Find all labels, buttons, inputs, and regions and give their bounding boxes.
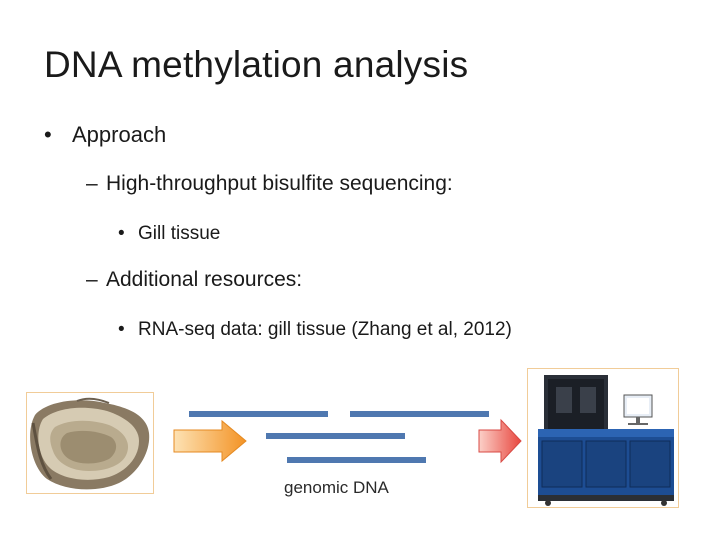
bullet-approach: • Approach: [44, 122, 166, 148]
bullet-gill-tissue: • Gill tissue: [118, 223, 220, 245]
dash-marker: –: [86, 268, 98, 291]
bullet-marker: •: [118, 223, 125, 244]
bullet-marker: •: [118, 319, 125, 340]
bullet-text: Gill tissue: [138, 223, 221, 244]
bullet-text: Additional resources:: [106, 268, 303, 291]
bullet-text: Approach: [72, 122, 167, 147]
oyster-icon: [30, 397, 150, 490]
slide-title: DNA methylation analysis: [44, 44, 469, 85]
bullet-rna-seq: • RNA-seq data: gill tissue (Zhang et al,…: [118, 319, 512, 341]
bullet-text: High-throughput bisulfite sequencing:: [106, 172, 453, 195]
bullet-bisulfite-sequencing: –High-throughput bisulfite sequencing:: [86, 172, 453, 196]
dash-marker: –: [86, 172, 98, 195]
sequencer-image: [527, 368, 679, 508]
oyster-image: [26, 392, 154, 494]
red-arrow-icon: [478, 418, 522, 464]
dna-fragment-bar: [189, 411, 328, 417]
dna-fragment-bar: [287, 457, 426, 463]
bullet-marker: •: [44, 122, 52, 147]
dna-fragment-bar: [266, 433, 405, 439]
diagram-caption: genomic DNA: [284, 478, 389, 497]
bullet-text: RNA-seq data: gill tissue (Zhang et al, …: [138, 319, 512, 340]
dna-fragment-bar: [350, 411, 489, 417]
bullet-additional-resources: –Additional resources:: [86, 268, 302, 292]
sequencer-machine-icon: [538, 375, 674, 506]
orange-arrow-icon: [173, 419, 247, 463]
